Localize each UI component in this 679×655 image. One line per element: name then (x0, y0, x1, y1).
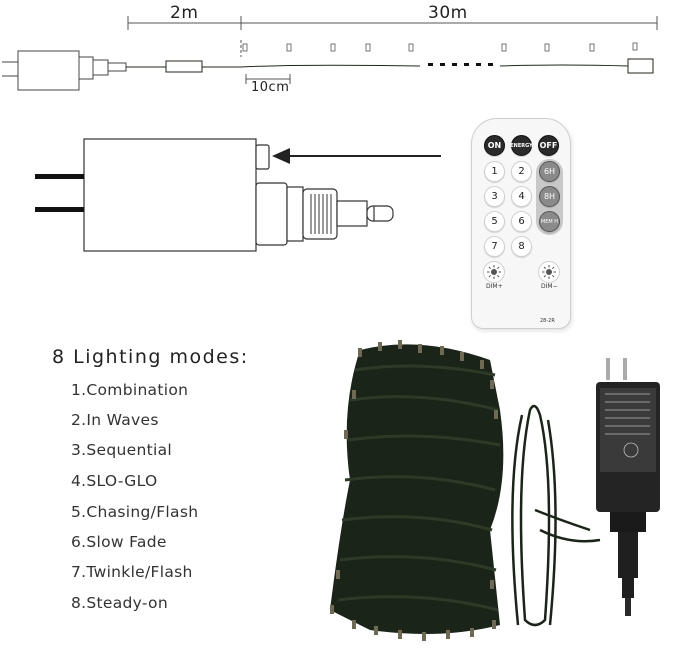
bulb-spacing-label: 10cm (251, 80, 290, 95)
lighting-modes-title: 8 Lighting modes: (52, 346, 249, 368)
power-adapter (596, 358, 660, 616)
mode-list-item: 1.Combination (71, 381, 189, 399)
mode-list-item: 7.Twinkle/Flash (71, 563, 193, 581)
mode-7-button[interactable]: 7 (484, 236, 505, 257)
on-button[interactable]: ON (484, 135, 505, 156)
timer-6h-button[interactable]: 6H (539, 161, 560, 182)
mode-1-button[interactable]: 1 (484, 161, 505, 182)
mode-6-button[interactable]: 6 (511, 211, 532, 232)
lead-wire (126, 58, 654, 74)
timer-mem-button[interactable]: MEM H (539, 211, 560, 232)
light-string-bundle (330, 340, 504, 641)
lead-length-label: 2m (170, 3, 199, 23)
large-adapter-icon (35, 138, 394, 252)
small-adapter-icon (2, 50, 127, 91)
dim-minus-button[interactable] (538, 261, 560, 283)
mode-2-button[interactable]: 2 (511, 161, 532, 182)
mode-list-item: 4.SLO-GLO (71, 472, 158, 490)
energy-button[interactable]: ENERGY (510, 135, 533, 156)
mode-4-button[interactable]: 4 (511, 186, 532, 207)
mode-list-item: 3.Sequential (71, 441, 172, 459)
mode-3-button[interactable]: 3 (484, 186, 505, 207)
dim-minus-label: DIM− (541, 283, 558, 290)
off-button[interactable]: OFF (538, 135, 559, 156)
brightness-icon (542, 265, 556, 279)
mode-list-item: 2.In Waves (71, 411, 159, 429)
arrow-left-icon (272, 148, 441, 164)
remote-control: ON ENERGY OFF 1 2 6H 3 4 8H 5 6 MEM H 7 … (471, 118, 571, 329)
timer-8h-button[interactable]: 8H (539, 186, 560, 207)
mode-list-item: 5.Chasing/Flash (71, 503, 199, 521)
gap-dots (428, 63, 493, 66)
mode-list-item: 8.Steady-on (71, 594, 168, 612)
product-photo (330, 340, 660, 641)
brightness-icon (487, 265, 501, 279)
mode-5-button[interactable]: 5 (484, 211, 505, 232)
dim-plus-label: DIM+ (486, 283, 503, 290)
lead-wire-coil (511, 404, 601, 627)
bulb-markers (242, 42, 638, 52)
dim-plus-button[interactable] (483, 261, 505, 283)
product-diagram (2, 16, 658, 252)
dimension-lines (127, 16, 658, 84)
string-length-label: 30m (428, 3, 468, 23)
remote-model-label: 28-2R (540, 318, 555, 324)
mode-list-item: 6.Slow Fade (71, 533, 167, 551)
mode-8-button[interactable]: 8 (511, 236, 532, 257)
